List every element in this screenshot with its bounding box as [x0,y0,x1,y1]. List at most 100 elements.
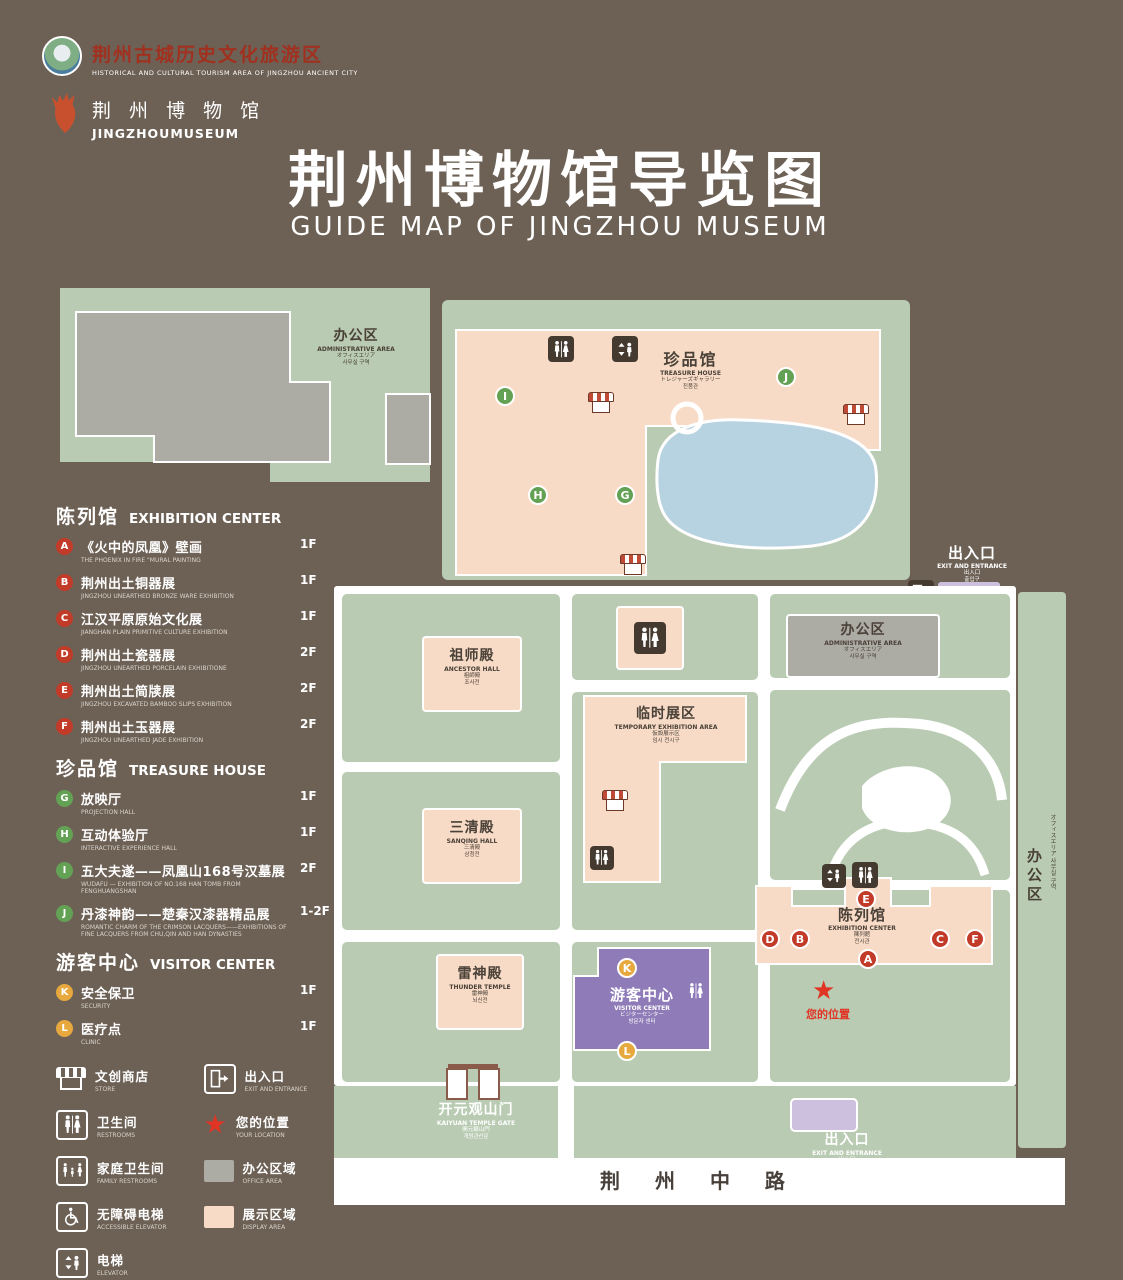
road: 荆 州 中 路 [334,1158,1065,1205]
restroom-icon [56,1110,88,1140]
legend-section-title: 游客中心 VISITOR CENTER [56,952,276,974]
elevator-icon [56,1248,88,1278]
office-strip-sublabel: オフィスエリア 사무실 구역 [1049,814,1056,891]
item-floor: 1-2F [300,904,330,918]
page-title: 荆州博物馆导览图 [288,146,832,216]
road-label: 荆 州 中 路 [600,1169,799,1193]
item-letter-badge: K [56,984,73,1001]
ancestor-hall-building [424,638,520,710]
restroom-icon [634,622,666,654]
map-marker-c: C [930,929,950,949]
south-path [558,1086,574,1158]
page-subtitle: GUIDE MAP OF JINGZHOU MUSEUM [290,212,830,242]
your-location-label: 您的位置 [806,1008,850,1021]
map-marker-d: D [760,929,780,949]
map-marker-j: J [776,367,796,387]
tourism-logo-icon [42,36,82,76]
exit-s-building [792,1100,856,1130]
tourism-logo-subtitle: HISTORICAL AND CULTURAL TOURISM AREA OF … [92,69,358,77]
elevator-icon [822,864,846,888]
item-letter-badge: H [56,826,73,843]
item-floor: 1F [300,537,317,551]
garden [770,690,1010,884]
item-floor: 1F [300,609,317,623]
legend-section-title: 陈列馆 EXHIBITION CENTER [56,506,282,528]
thunder-temple-building [438,956,522,1028]
item-letter-badge: D [56,646,73,663]
item-letter-badge: I [56,862,73,879]
map-area-northwest-office [58,286,432,490]
temporary-exhibition-building [582,694,748,888]
restroom-icon [590,846,614,870]
sanqing-hall-building [424,810,520,882]
museum-logo-icon [46,90,84,136]
map-marker-a: A [858,949,878,969]
item-floor: 2F [300,861,317,875]
admin-area-east-building [788,616,938,676]
item-letter-badge: B [56,574,73,591]
store-icon [620,554,646,576]
restroom-icon [852,862,878,888]
map-marker-f: F [965,929,985,949]
exit-icon [203,1064,236,1094]
museum-logo: 荆 州 博 物 馆 JINGZHOUMUSEUM [92,96,265,141]
item-floor: 2F [300,681,317,695]
map-marker-l: L [617,1041,637,1061]
map-marker-i: I [495,386,515,406]
item-floor: 2F [300,717,317,731]
store-icon [843,404,869,426]
item-floor: 1F [300,573,317,587]
item-letter-badge: E [56,682,73,699]
accessible-elevator-icon [56,1202,88,1232]
tourism-logo-title: 荆州古城历史文化旅游区 [92,44,324,66]
exit-ne-label: 出入口 EXIT AND ENTRANCE 出入口 출입구 [937,544,1007,583]
store-icon [588,392,614,414]
store-icon [56,1067,86,1091]
store-icon [602,790,628,812]
restroom-icon [686,982,706,1000]
museum-logo-subtitle: JINGZHOUMUSEUM [92,126,240,141]
tourism-logo: 荆州古城历史文化旅游区 HISTORICAL AND CULTURAL TOUR… [92,40,358,77]
item-floor: 1F [300,825,317,839]
item-floor: 1F [300,1019,317,1033]
item-floor: 1F [300,789,317,803]
family-restroom-icon [56,1156,88,1186]
map-marker-g: G [615,485,635,505]
item-floor: 1F [300,983,317,997]
item-floor: 2F [300,645,317,659]
legend-section-title: 珍品馆 TREASURE HOUSE [56,758,266,780]
museum-logo-title: 荆 州 博 物 馆 [92,100,266,122]
elevator-icon [612,336,638,362]
office-area-swatch [203,1160,234,1182]
item-letter-badge: F [56,718,73,735]
map-marker-k: K [617,958,637,978]
campus-south-strip [334,1086,1016,1158]
restroom-icon [548,336,574,362]
your-location-star-icon: ★ [203,1110,227,1140]
map-marker-h: H [528,485,548,505]
kaiyuan-gate-structure [446,1064,500,1100]
item-letter-badge: A [56,538,73,555]
